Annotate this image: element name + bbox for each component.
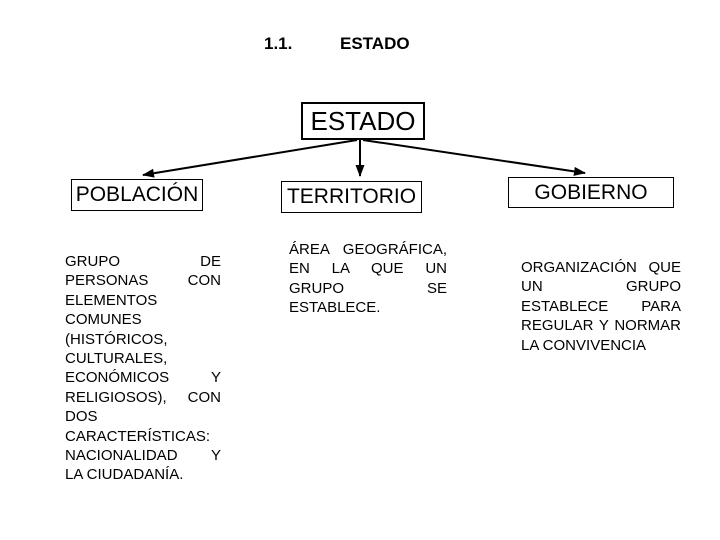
desc-territorio: ÁREA GEOGRÁFICA, EN LA QUE UN GRUPO SE E… (289, 240, 447, 318)
desc-line: COMUNES (65, 311, 142, 329)
desc-line: LA CIUDADANÍA. (65, 466, 184, 484)
desc-line: EN LA QUE UN (289, 260, 447, 278)
desc-line: (HISTÓRICOS, (65, 330, 168, 348)
node-estado: ESTADO (301, 102, 425, 140)
desc-line: UN GRUPO (521, 278, 681, 296)
desc-line: CULTURALES, (65, 350, 168, 368)
slide-title-number: 1.1. (264, 34, 293, 53)
node-gobierno-label: GOBIERNO (534, 180, 648, 204)
node-poblacion: POBLACIÓN (71, 179, 203, 211)
desc-line: ELEMENTOS (65, 291, 158, 309)
desc-line: DOS (65, 408, 98, 426)
desc-gobierno: ORGANIZACIÓN QUE UN GRUPO ESTABLECE PARA… (521, 258, 681, 355)
desc-line: NACIONALIDAD Y (65, 447, 221, 465)
node-territorio: TERRITORIO (281, 181, 422, 213)
node-poblacion-label: POBLACIÓN (75, 183, 199, 206)
desc-line: ORGANIZACIÓN QUE (521, 259, 681, 276)
desc-poblacion: GRUPO DE PERSONAS CON ELEMENTOS COMUNES … (65, 252, 221, 485)
slide-title: 1.1. ESTADO (0, 33, 720, 55)
slide-title-text: ESTADO (340, 34, 410, 53)
desc-line: RELIGIOSOS), CON (65, 388, 221, 406)
desc-line: ESTABLECE PARA (521, 297, 681, 315)
desc-line: CARACTERÍSTICAS: (65, 427, 211, 445)
desc-line: REGULAR Y NORMAR (521, 317, 681, 335)
node-estado-label: ESTADO (310, 105, 416, 136)
desc-line: ÁREA GEOGRÁFICA, (289, 241, 447, 258)
desc-line: GRUPO DE (65, 253, 221, 270)
arrow-estado-gobierno (362, 139, 586, 176)
desc-line: ESTABLECE. (289, 299, 381, 317)
desc-line: PERSONAS CON (65, 272, 221, 290)
desc-line: GRUPO SE (289, 279, 447, 297)
desc-line: ECONÓMICOS Y (65, 369, 221, 387)
arrow-estado-poblacion (142, 139, 358, 178)
node-territorio-label: TERRITORIO (286, 185, 417, 208)
node-gobierno: GOBIERNO (508, 177, 674, 208)
desc-line: LA CONVIVENCIA (521, 336, 647, 354)
